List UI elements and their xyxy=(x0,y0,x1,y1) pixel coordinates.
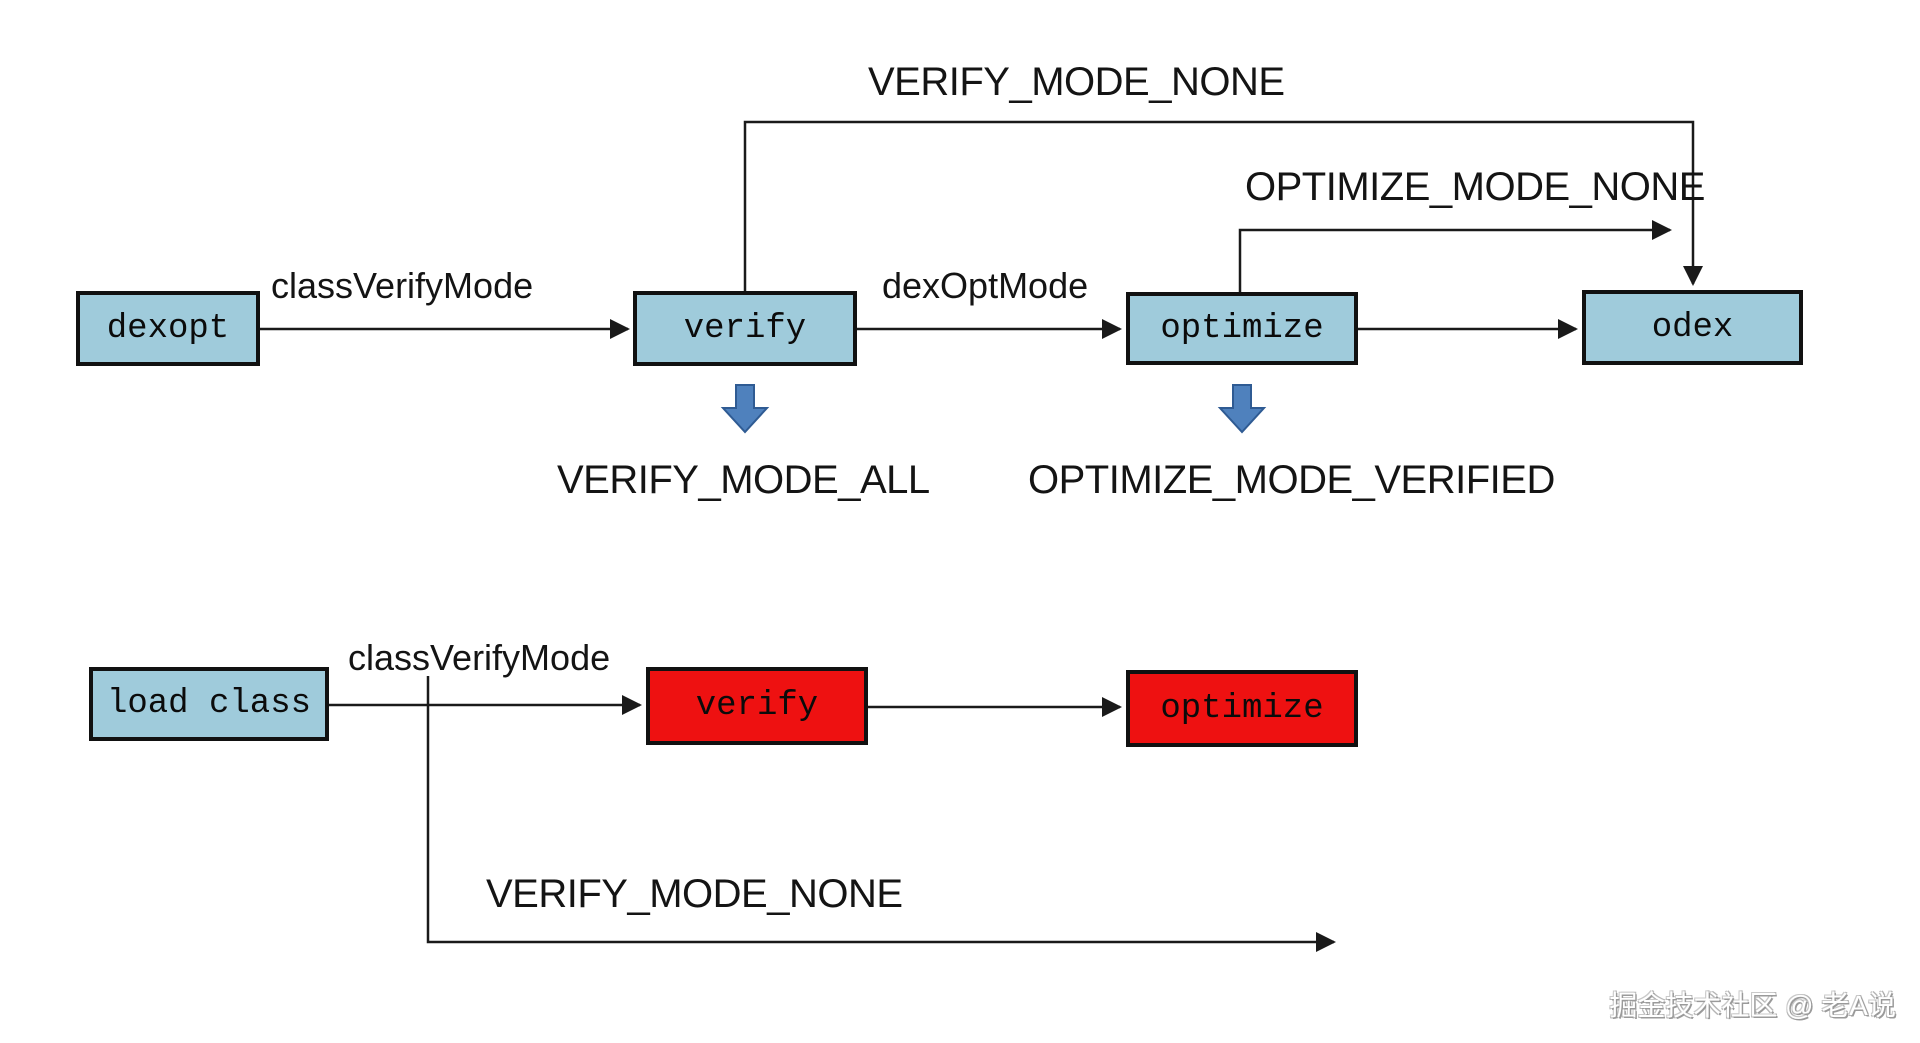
verify-result-arrow-icon xyxy=(720,384,770,434)
node-dexopt: dexopt xyxy=(76,291,260,366)
edge-optimize-bypass xyxy=(1238,220,1672,292)
label-verify-mode-none-top: VERIFY_MODE_NONE xyxy=(868,60,1285,104)
node-odex: odex xyxy=(1582,290,1803,365)
label-verify-mode-all: VERIFY_MODE_ALL xyxy=(557,458,930,502)
node-optimize-bottom: optimize xyxy=(1126,670,1358,747)
node-optimize-top: optimize xyxy=(1126,292,1358,365)
node-verify-bottom: verify xyxy=(646,667,868,745)
label-class-verify-mode-bottom: classVerifyMode xyxy=(348,637,611,678)
node-verify-top: verify xyxy=(633,291,857,366)
edge-loadclass-bypass xyxy=(426,676,1336,952)
label-dex-opt-mode: dexOptMode xyxy=(882,265,1089,306)
edge-verify-bypass-to-odex xyxy=(743,120,1703,291)
label-class-verify-mode-top: classVerifyMode xyxy=(271,265,534,306)
label-optimize-mode-verified: OPTIMIZE_MODE_VERIFIED xyxy=(1028,458,1555,502)
label-optimize-mode-none: OPTIMIZE_MODE_NONE xyxy=(1245,165,1705,209)
label-verify-mode-none-bottom: VERIFY_MODE_NONE xyxy=(486,872,903,916)
watermark: 掘金技术社区 @ 老A说 xyxy=(1609,990,1896,1021)
node-load-class: load class xyxy=(89,667,329,741)
optimize-result-arrow-icon xyxy=(1217,384,1267,434)
